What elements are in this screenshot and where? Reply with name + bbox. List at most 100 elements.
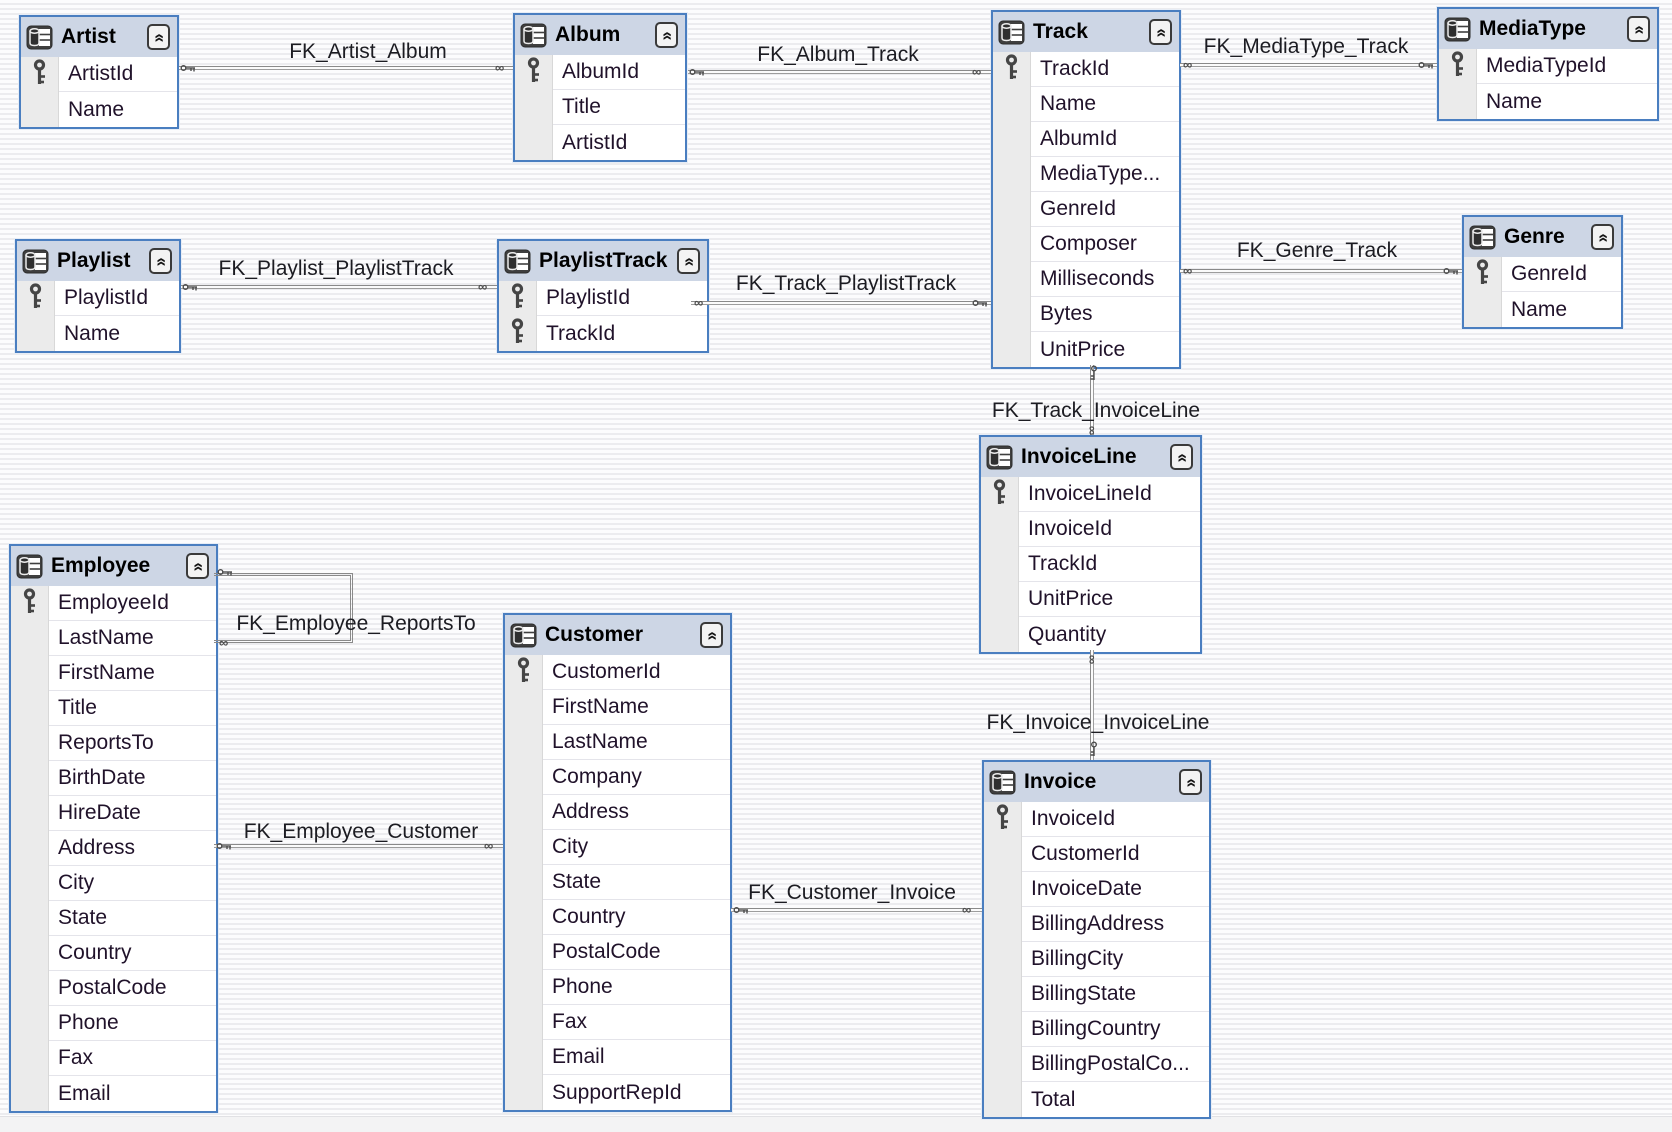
collapse-button[interactable]: « bbox=[700, 622, 723, 648]
table-row[interactable]: Milliseconds bbox=[993, 262, 1179, 297]
table-row[interactable]: Name bbox=[21, 92, 177, 127]
table-header[interactable]: Customer« bbox=[505, 615, 730, 655]
table-row[interactable]: InvoiceId bbox=[984, 802, 1209, 837]
table-row[interactable]: TrackId bbox=[981, 547, 1200, 582]
table-row[interactable]: UnitPrice bbox=[993, 332, 1179, 367]
table-row[interactable]: BillingCity bbox=[984, 942, 1209, 977]
table-row[interactable]: BirthDate bbox=[11, 761, 216, 796]
table-row[interactable]: Email bbox=[505, 1040, 730, 1075]
table-row[interactable]: SupportRepId bbox=[505, 1075, 730, 1110]
table-row[interactable]: UnitPrice bbox=[981, 582, 1200, 617]
table-row[interactable]: BillingState bbox=[984, 977, 1209, 1012]
relationship-label[interactable]: FK_Customer_Invoice bbox=[748, 881, 956, 904]
table-header[interactable]: Genre« bbox=[1464, 217, 1621, 257]
table-row[interactable]: TrackId bbox=[499, 316, 707, 351]
table-row[interactable]: LastName bbox=[11, 621, 216, 656]
table-row[interactable]: Fax bbox=[505, 1005, 730, 1040]
relationship-line-FK_MediaType_Track[interactable] bbox=[1180, 63, 1437, 67]
table-row[interactable]: Composer bbox=[993, 227, 1179, 262]
table-row[interactable]: Phone bbox=[11, 1006, 216, 1041]
table-row[interactable]: Title bbox=[11, 691, 216, 726]
collapse-button[interactable]: « bbox=[149, 248, 172, 274]
collapse-button[interactable]: « bbox=[1591, 224, 1614, 250]
table-row[interactable]: AlbumId bbox=[993, 122, 1179, 157]
relationship-line-FK_Employee_Customer[interactable] bbox=[214, 844, 503, 848]
table-row[interactable]: Address bbox=[505, 795, 730, 830]
table-row[interactable]: BillingAddress bbox=[984, 907, 1209, 942]
table-row[interactable]: Name bbox=[993, 87, 1179, 122]
relationship-line-FK_Playlist_PlaylistTrack[interactable] bbox=[181, 285, 497, 289]
table-header[interactable]: Invoice« bbox=[984, 762, 1209, 802]
table-row[interactable]: Bytes bbox=[993, 297, 1179, 332]
table-row[interactable]: PlaylistId bbox=[499, 281, 707, 316]
relationship-line-FK_Customer_Invoice[interactable] bbox=[731, 908, 982, 912]
table-row[interactable]: InvoiceId bbox=[981, 512, 1200, 547]
collapse-button[interactable]: « bbox=[1179, 769, 1202, 795]
table-row[interactable]: Company bbox=[505, 760, 730, 795]
table-row[interactable]: ArtistId bbox=[515, 125, 685, 160]
table-row[interactable]: Name bbox=[1464, 292, 1621, 327]
table-row[interactable]: Name bbox=[1439, 84, 1657, 119]
table-row[interactable]: PlaylistId bbox=[17, 281, 179, 316]
table-row[interactable]: LastName bbox=[505, 725, 730, 760]
table-row[interactable]: ReportsTo bbox=[11, 726, 216, 761]
relationship-line-FK_Invoice_InvoiceLine[interactable] bbox=[1090, 650, 1094, 760]
relationship-label[interactable]: FK_Track_PlaylistTrack bbox=[735, 272, 957, 295]
collapse-button[interactable]: « bbox=[1627, 16, 1650, 42]
table-header[interactable]: PlaylistTrack« bbox=[499, 241, 707, 281]
table-row[interactable]: Quantity bbox=[981, 617, 1200, 652]
table-row[interactable]: TrackId bbox=[993, 52, 1179, 87]
relationship-line-FK_Album_Track[interactable] bbox=[688, 70, 991, 74]
relationship-label[interactable]: FK_Invoice_InvoiceLine bbox=[986, 711, 1210, 734]
table-row[interactable]: GenreId bbox=[993, 192, 1179, 227]
table-row[interactable]: Country bbox=[505, 900, 730, 935]
table-header[interactable]: MediaType« bbox=[1439, 9, 1657, 49]
table-row[interactable]: MediaTypeId bbox=[1439, 49, 1657, 84]
collapse-button[interactable]: « bbox=[186, 553, 209, 579]
table-row[interactable]: Name bbox=[17, 316, 179, 351]
table-row[interactable]: PostalCode bbox=[11, 971, 216, 1006]
table-row[interactable]: City bbox=[505, 830, 730, 865]
table-row[interactable]: InvoiceLineId bbox=[981, 477, 1200, 512]
table-header[interactable]: Album« bbox=[515, 15, 685, 55]
table-row[interactable]: FirstName bbox=[11, 656, 216, 691]
table-header[interactable]: Playlist« bbox=[17, 241, 179, 281]
relationship-label[interactable]: FK_Genre_Track bbox=[1236, 239, 1398, 262]
relationship-label[interactable]: FK_Employee_Customer bbox=[243, 820, 479, 843]
table-row[interactable]: FirstName bbox=[505, 690, 730, 725]
bottom-scrollbar-track[interactable] bbox=[0, 1116, 1672, 1132]
table-row[interactable]: Address bbox=[11, 831, 216, 866]
table-header[interactable]: Artist« bbox=[21, 17, 177, 57]
table-row[interactable]: Email bbox=[11, 1076, 216, 1111]
table-row[interactable]: City bbox=[11, 866, 216, 901]
table-row[interactable]: State bbox=[11, 901, 216, 936]
table-row[interactable]: HireDate bbox=[11, 796, 216, 831]
table-row[interactable]: BillingPostalCo... bbox=[984, 1047, 1209, 1082]
table-row[interactable]: InvoiceDate bbox=[984, 872, 1209, 907]
table-row[interactable]: GenreId bbox=[1464, 257, 1621, 292]
table-row[interactable]: Fax bbox=[11, 1041, 216, 1076]
relationship-label[interactable]: FK_Employee_ReportsTo bbox=[236, 612, 476, 635]
relationship-label[interactable]: FK_Artist_Album bbox=[289, 40, 447, 63]
table-row[interactable]: BillingCountry bbox=[984, 1012, 1209, 1047]
collapse-button[interactable]: « bbox=[677, 248, 700, 274]
table-header[interactable]: InvoiceLine« bbox=[981, 437, 1200, 477]
collapse-button[interactable]: « bbox=[1149, 19, 1172, 45]
relationship-label[interactable]: FK_Track_InvoiceLine bbox=[991, 399, 1201, 422]
collapse-button[interactable]: « bbox=[1170, 444, 1193, 470]
relationship-line-FK_Track_PlaylistTrack[interactable] bbox=[691, 301, 991, 305]
relationship-line-FK_Artist_Album[interactable] bbox=[179, 66, 513, 70]
table-row[interactable]: Country bbox=[11, 936, 216, 971]
table-row[interactable]: State bbox=[505, 865, 730, 900]
table-row[interactable]: Title bbox=[515, 90, 685, 125]
